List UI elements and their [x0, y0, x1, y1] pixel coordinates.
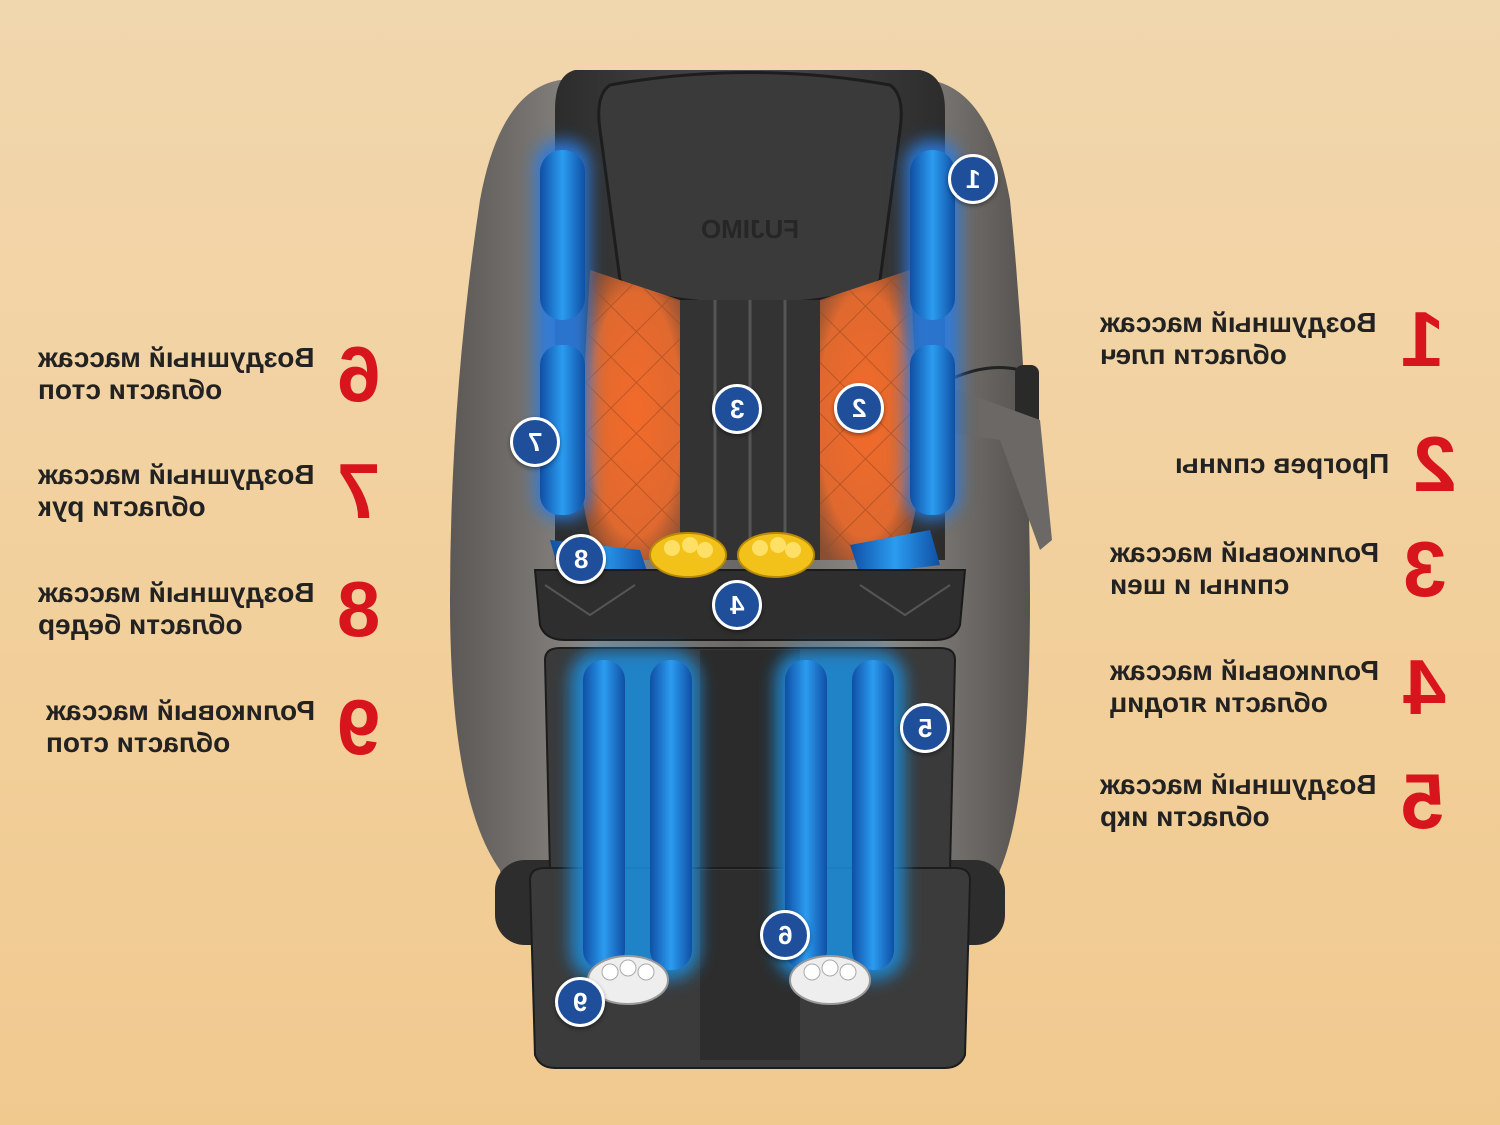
roller-pair-seat: [649, 532, 815, 578]
badge-6: 6: [760, 910, 810, 960]
label-1-number: 1: [1400, 295, 1444, 383]
badge-1: 1: [948, 154, 998, 204]
roller-pair-feet: [587, 955, 871, 1005]
label-2: Прогрев спины 2: [1175, 420, 1457, 508]
label-6-number: 6: [336, 330, 380, 418]
label-4-number: 4: [1403, 643, 1447, 731]
badge-3: 3: [712, 384, 762, 434]
label-2-text: Прогрев спины: [1175, 448, 1390, 479]
label-2-number: 2: [1413, 420, 1457, 508]
badge-5: 5: [900, 703, 950, 753]
brand-logo: FUJIMO: [701, 214, 799, 244]
label-7-number: 7: [336, 447, 380, 535]
label-3-number: 3: [1403, 525, 1447, 613]
label-9-number: 9: [337, 683, 381, 771]
badge-2: 2: [834, 383, 884, 433]
badge-9: 9: [555, 977, 605, 1027]
label-8-number: 8: [336, 565, 380, 653]
badge-7: 7: [510, 417, 560, 467]
label-5-number: 5: [1400, 757, 1444, 845]
badge-8: 8: [556, 534, 606, 584]
badge-4: 4: [712, 580, 762, 630]
